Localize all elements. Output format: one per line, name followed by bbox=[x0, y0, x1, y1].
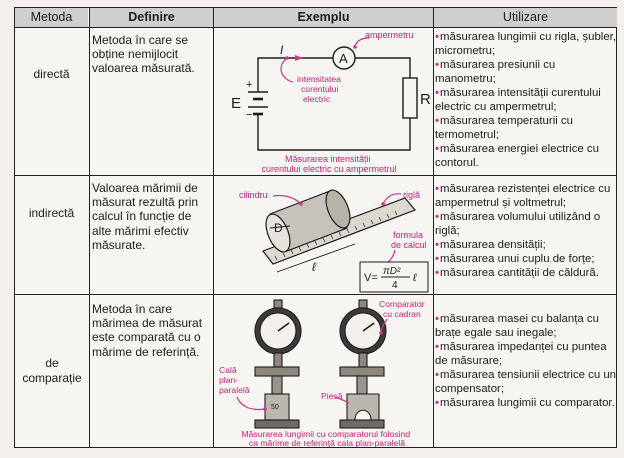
comparator-diagram: 50 Comparator cu cadran Cală plan- paral… bbox=[219, 299, 427, 447]
usage-list-indirect: •măsurarea rezistenței electrice cu ampe… bbox=[435, 182, 617, 280]
block-value: 50 bbox=[271, 404, 279, 411]
usage-list-direct: •măsurarea lungimii cu rigla, șubler, mi… bbox=[435, 30, 617, 170]
ammeter-label: ampermetru bbox=[365, 30, 414, 40]
cylinder-label: cilindru bbox=[239, 190, 268, 200]
list-item: •măsurarea presiunii cu manometru; bbox=[435, 59, 556, 85]
header-example: Exemplu bbox=[214, 8, 433, 27]
cylinder-diagram: D ℓ cilindru riglă formula de calcul V= … bbox=[239, 189, 429, 293]
source-label: E bbox=[231, 95, 241, 112]
header-definition: Definire bbox=[90, 8, 213, 27]
list-item: •măsurarea unui cuplu de forțe; bbox=[435, 253, 595, 265]
current-symbol: I bbox=[280, 43, 284, 57]
circuit-diagram: A I E + − R ampermetru intensitatea cure… bbox=[231, 30, 431, 174]
col-divider bbox=[89, 8, 90, 447]
plate-label: Cală plan- paralelă bbox=[219, 365, 250, 395]
resistor-label: R bbox=[420, 91, 431, 108]
ammeter-symbol: A bbox=[339, 51, 348, 66]
current-label: intensitatea curentului electric bbox=[297, 74, 343, 104]
list-item: •măsurarea lungimii cu rigla, șubler, mi… bbox=[435, 31, 616, 57]
method-direct: directă bbox=[33, 67, 70, 81]
formula-lhs: V= bbox=[364, 272, 378, 284]
formula-label: formula de calcul bbox=[391, 230, 427, 250]
list-item: •măsurarea densității; bbox=[435, 239, 546, 251]
length-label: ℓ bbox=[312, 260, 317, 274]
formula-denominator: 4 bbox=[392, 280, 398, 291]
col-divider bbox=[433, 8, 434, 447]
definition-comparison: Metoda în care mărimea de măsurat este c… bbox=[92, 302, 203, 359]
list-item: •măsurarea temperaturii cu termometrul; bbox=[435, 115, 573, 141]
ruler-label: riglă bbox=[403, 190, 420, 200]
list-item: •măsurarea rezistenței electrice cu ampe… bbox=[435, 183, 611, 209]
comparator-caption: Măsurarea lungimii cu comparatorul folos… bbox=[241, 429, 412, 447]
list-item: •măsurarea energiei electrice cu contoru… bbox=[435, 143, 599, 169]
col-divider bbox=[213, 8, 214, 447]
definition-indirect: Valoarea mărimii de măsurat rezultă prin… bbox=[92, 181, 199, 252]
list-item: •măsurarea tensiunii electrice cu un com… bbox=[435, 369, 617, 395]
minus-sign: − bbox=[246, 109, 252, 121]
definition-direct: Metoda în care se obține nemijlocit valo… bbox=[92, 33, 195, 76]
plus-sign: + bbox=[246, 79, 252, 91]
list-item: •măsurarea volumului utilizând o riglă; bbox=[435, 211, 601, 237]
piece-label: Piesă bbox=[321, 391, 343, 401]
list-item: •măsurarea intensității curentului elect… bbox=[435, 87, 601, 113]
header-method: Metoda bbox=[15, 8, 88, 27]
header-usage: Utilizare bbox=[434, 8, 617, 27]
list-item: •măsurarea lungimii cu comparator. bbox=[435, 397, 615, 409]
diameter-label: D bbox=[274, 221, 283, 235]
circuit-caption: Măsurarea intensității curentului electr… bbox=[261, 154, 396, 174]
list-item: •măsurarea impedanței cu puntea de măsur… bbox=[435, 341, 607, 367]
method-comparison: de comparație bbox=[22, 356, 82, 385]
comparator-label: Comparator cu cadran bbox=[379, 299, 427, 319]
row-divider bbox=[15, 294, 616, 295]
formula-length: ℓ bbox=[412, 272, 417, 284]
list-item: •măsurarea masei cu balanța cu brațe ega… bbox=[435, 313, 599, 339]
methods-table: Metoda Definire Exemplu Utilizare direct… bbox=[14, 7, 617, 448]
formula-numerator: πD² bbox=[383, 266, 401, 277]
list-item: •măsurarea cantității de căldură. bbox=[435, 267, 599, 279]
method-indirect: indirectă bbox=[28, 206, 75, 220]
usage-list-comparison: •măsurarea masei cu balanța cu brațe ega… bbox=[435, 312, 617, 410]
row-divider bbox=[15, 175, 616, 176]
row-divider bbox=[15, 27, 616, 28]
